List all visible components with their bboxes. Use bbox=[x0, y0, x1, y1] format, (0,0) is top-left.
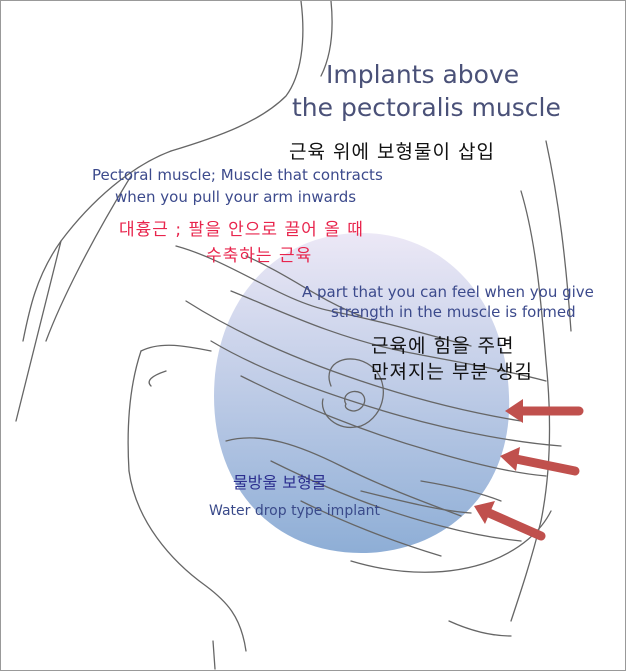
pectoral-en-line-2: when you pull your arm inwards bbox=[115, 188, 357, 206]
pectoral-en-line-1: Pectoral muscle; Muscle that contracts bbox=[92, 166, 383, 184]
body-outline-strokes bbox=[15, 1, 572, 670]
strength-ko-line-2: 만져지는 부분 생김 bbox=[371, 361, 533, 383]
title-korean: 근육 위에 보형물이 삽입 bbox=[289, 141, 495, 163]
pectoral-ko-line-2: 수축하는 근육 bbox=[206, 246, 313, 266]
arrow-3 bbox=[474, 501, 546, 541]
implant-en-label: Water drop type implant bbox=[209, 503, 381, 519]
title-line-1: Implants above bbox=[326, 60, 520, 89]
strength-en-line-2: strength in the muscle is formed bbox=[331, 303, 576, 321]
implant-ko-label: 물방울 보형물 bbox=[233, 473, 327, 492]
strength-en-line-1: A part that you can feel when you give bbox=[302, 283, 594, 301]
title-line-2: the pectoralis muscle bbox=[292, 93, 561, 122]
strength-ko-line-1: 근육에 힘을 주면 bbox=[371, 335, 515, 357]
pressure-arrows bbox=[474, 399, 584, 541]
arrow-1 bbox=[505, 399, 584, 423]
pectoral-ko-line-1: 대흉근 ; 팔을 안으로 끌어 올 때 bbox=[119, 220, 364, 240]
arrow-2 bbox=[500, 447, 580, 476]
